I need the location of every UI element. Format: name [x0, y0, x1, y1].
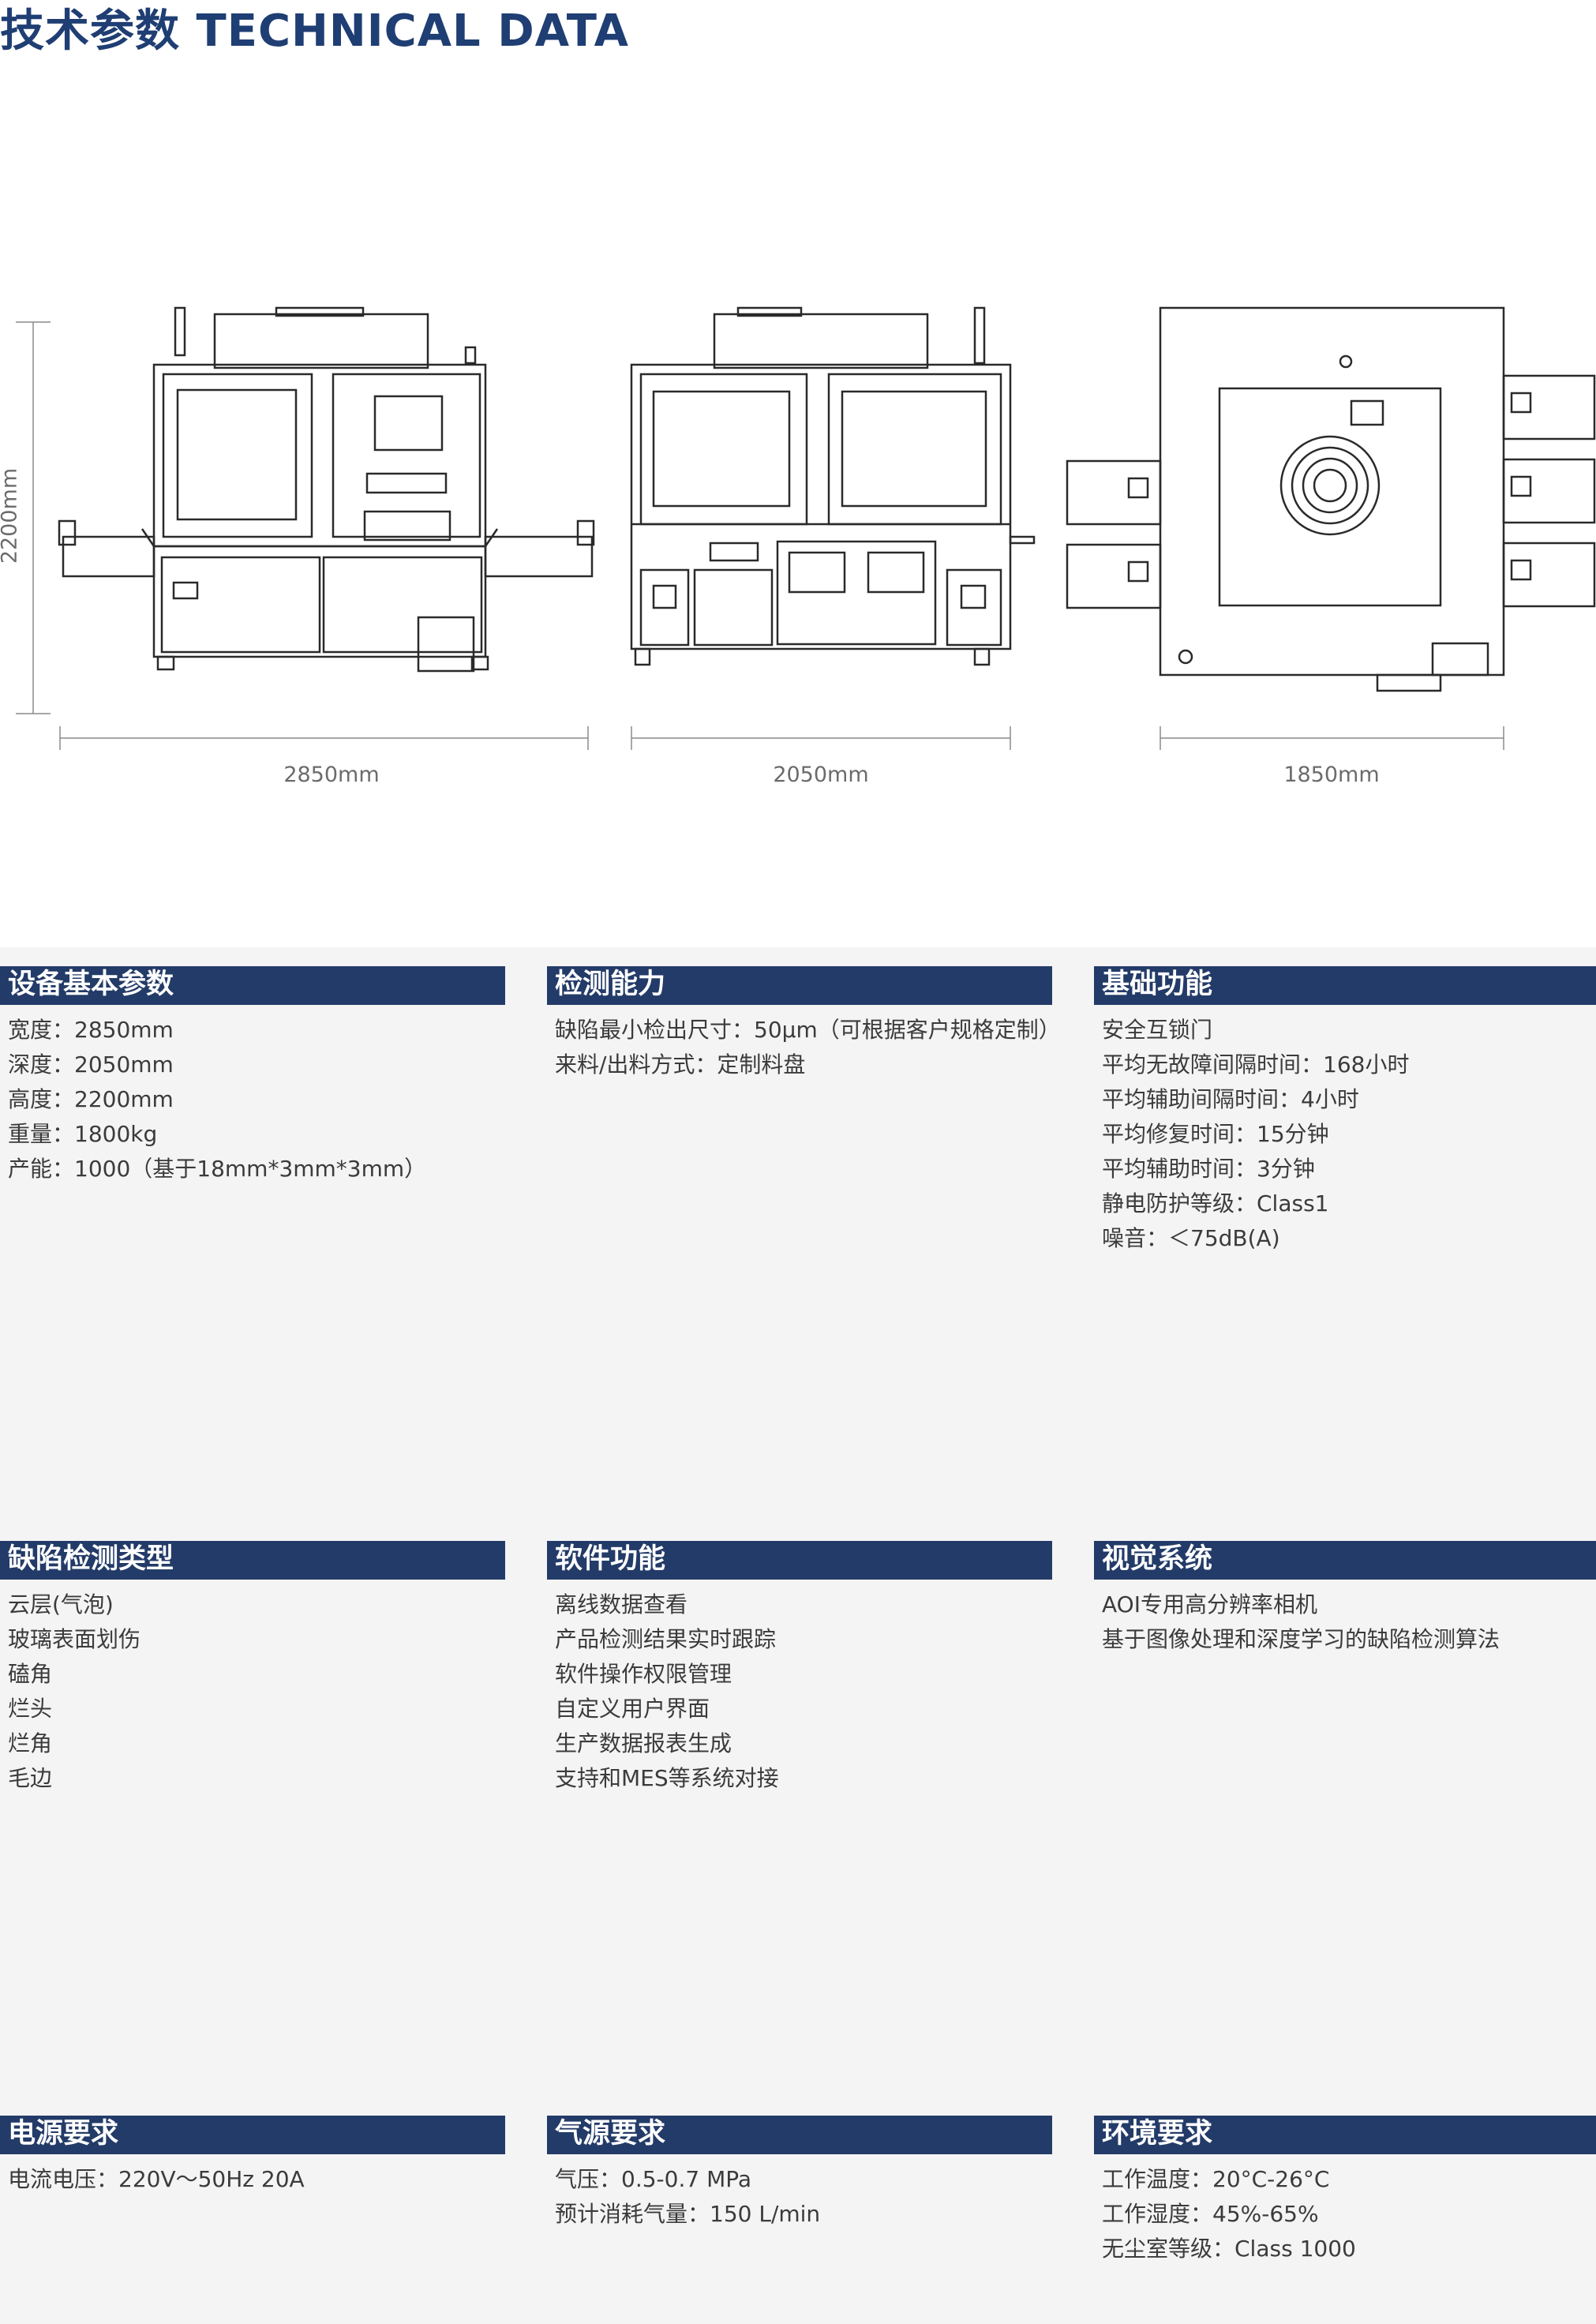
list-item: 无尘室等级：Class 1000 — [1102, 2236, 1356, 2262]
list-item: 自定义用户界面 — [555, 1696, 710, 1722]
page-title: 技术参数 TECHNICAL DATA — [0, 6, 629, 57]
panel-defect-types: 缺陷检测类型 云层(气泡) 玻璃表面划伤 磕角 烂头 烂角 毛边 — [0, 1541, 505, 1796]
list-item: 电流电压：220V～50Hz 20A — [8, 2166, 305, 2192]
spec-area: 设备基本参数 宽度：2850mm 深度：2050mm 高度：2200mm 重量：… — [0, 947, 1596, 2324]
list-item: 重量：1800kg — [8, 1121, 158, 1147]
list-item: 离线数据查看 — [555, 1591, 688, 1617]
panel-title: 视觉系统 — [1094, 1541, 1596, 1580]
side-depth-dimension-label: 2050mm — [773, 763, 869, 787]
list-item: 云层(气泡) — [8, 1591, 114, 1617]
list-item: 高度：2200mm — [8, 1086, 174, 1112]
panel-environment-requirements: 环境要求 工作温度：20°C-26°C 工作湿度：45%-65% 无尘室等级：C… — [1094, 2116, 1596, 2266]
list-item: 平均无故障间隔时间：168小时 — [1102, 1051, 1410, 1078]
panel-basic-params: 设备基本参数 宽度：2850mm 深度：2050mm 高度：2200mm 重量：… — [0, 966, 505, 1186]
list-item: 磕角 — [8, 1661, 53, 1687]
list-item: 软件操作权限管理 — [555, 1661, 732, 1687]
machine-drawings: 2200mm 2850mm 2050mm 1850mm — [0, 292, 1596, 797]
list-item: 平均修复时间：15分钟 — [1102, 1121, 1329, 1147]
list-item: 毛边 — [8, 1765, 53, 1791]
list-item: 工作温度：20°C-26°C — [1102, 2166, 1330, 2192]
list-item: 噪音：＜75dB(A) — [1102, 1225, 1280, 1251]
list-item: 玻璃表面划伤 — [8, 1626, 141, 1652]
height-dimension-label: 2200mm — [0, 467, 22, 564]
panel-title: 气源要求 — [547, 2116, 1052, 2154]
list-item: 安全互锁门 — [1102, 1017, 1213, 1043]
panel-basic-functions: 基础功能 安全互锁门 平均无故障间隔时间：168小时 平均辅助间隔时间：4小时 … — [1094, 966, 1596, 1256]
list-item: 来料/出料方式：定制料盘 — [555, 1051, 806, 1078]
panel-detection-capability: 检测能力 缺陷最小检出尺寸：50μm（可根据客户规格定制） 来料/出料方式：定制… — [547, 966, 1061, 1082]
top-view-drawing — [1066, 306, 1596, 692]
panel-software-functions: 软件功能 离线数据查看 产品检测结果实时跟踪 软件操作权限管理 自定义用户界面 … — [547, 1541, 1052, 1796]
list-item: 深度：2050mm — [8, 1051, 174, 1078]
dimension-lines — [16, 321, 1504, 750]
panel-title: 环境要求 — [1094, 2116, 1596, 2154]
panel-air-requirements: 气源要求 气压：0.5-0.7 MPa 预计消耗气量：150 L/min — [547, 2116, 1052, 2232]
list-item: 基于图像处理和深度学习的缺陷检测算法 — [1102, 1626, 1500, 1652]
list-item: 平均辅助间隔时间：4小时 — [1102, 1086, 1359, 1112]
front-width-dimension-label: 2850mm — [283, 763, 380, 787]
panel-title: 检测能力 — [547, 966, 1052, 1005]
panel-title: 缺陷检测类型 — [0, 1541, 505, 1580]
list-item: 产能：1000（基于18mm*3mm*3mm） — [8, 1156, 427, 1182]
list-item: 缺陷最小检出尺寸：50μm（可根据客户规格定制） — [555, 1017, 1061, 1043]
list-item: 工作湿度：45%-65% — [1102, 2201, 1319, 2227]
machine-line-drawings — [16, 306, 1596, 750]
side-view-drawing — [630, 306, 1036, 666]
list-item: 平均辅助时间：3分钟 — [1102, 1156, 1315, 1182]
list-item: 静电防护等级：Class1 — [1102, 1190, 1329, 1216]
list-item: 预计消耗气量：150 L/min — [555, 2201, 821, 2227]
panel-power-requirements: 电源要求 电流电压：220V～50Hz 20A — [0, 2116, 505, 2197]
list-item: 支持和MES等系统对接 — [555, 1765, 779, 1791]
panel-vision-system: 视觉系统 AOI专用高分辨率相机 基于图像处理和深度学习的缺陷检测算法 — [1094, 1541, 1596, 1657]
panel-title: 基础功能 — [1094, 966, 1596, 1005]
list-item: 产品检测结果实时跟踪 — [555, 1626, 777, 1652]
list-item: 生产数据报表生成 — [555, 1730, 732, 1756]
panel-title: 设备基本参数 — [0, 966, 505, 1005]
list-item: 宽度：2850mm — [8, 1017, 174, 1043]
front-view-drawing — [58, 306, 595, 673]
list-item: 烂头 — [8, 1696, 53, 1722]
panel-title: 电源要求 — [0, 2116, 505, 2154]
list-item: 烂角 — [8, 1730, 53, 1756]
list-item: AOI专用高分辨率相机 — [1102, 1591, 1317, 1617]
list-item: 气压：0.5-0.7 MPa — [555, 2166, 752, 2192]
panel-title: 软件功能 — [547, 1541, 1052, 1580]
top-width-dimension-label: 1850mm — [1283, 763, 1380, 787]
